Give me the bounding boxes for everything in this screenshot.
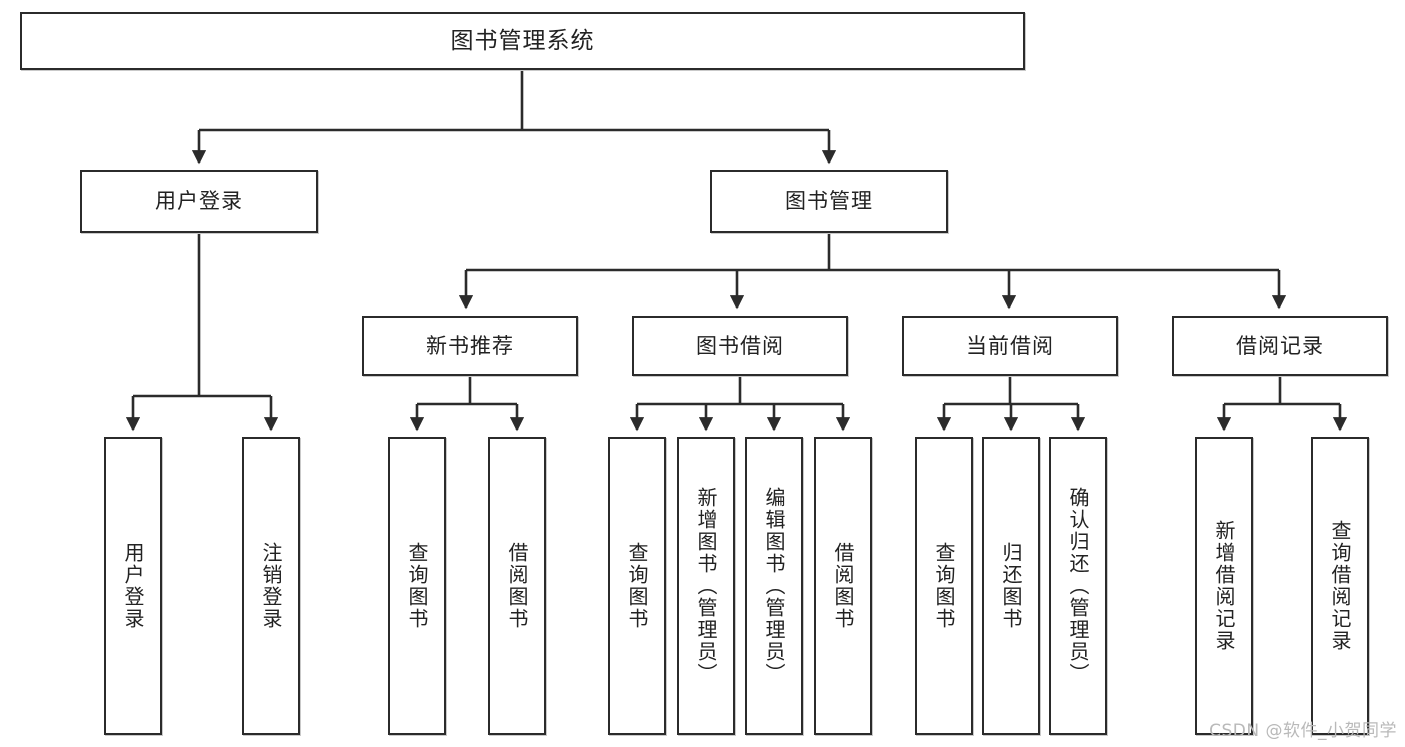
leaf-confirm-return-label: 确认归还（管理员） bbox=[1066, 487, 1090, 685]
leaf-user-login[interactable]: 用户登录 bbox=[104, 437, 162, 735]
leaf-add-record[interactable]: 新增借阅记录 bbox=[1195, 437, 1253, 735]
node-new-book-recommend[interactable]: 新书推荐 bbox=[362, 316, 578, 376]
node-user-login[interactable]: 用户登录 bbox=[80, 170, 318, 233]
node-current-borrow-label: 当前借阅 bbox=[966, 333, 1054, 358]
leaf-user-login-label: 用户登录 bbox=[121, 542, 145, 630]
node-root[interactable]: 图书管理系统 bbox=[20, 12, 1025, 70]
node-book-borrow-label: 图书借阅 bbox=[696, 333, 784, 358]
leaf-edit-book[interactable]: 编辑图书（管理员） bbox=[745, 437, 803, 735]
leaf-borrow-book-1-label: 借阅图书 bbox=[505, 542, 529, 630]
node-current-borrow[interactable]: 当前借阅 bbox=[902, 316, 1118, 376]
leaf-query-book-1-label: 查询图书 bbox=[405, 542, 429, 630]
node-book-borrow[interactable]: 图书借阅 bbox=[632, 316, 848, 376]
leaf-borrow-book-1[interactable]: 借阅图书 bbox=[488, 437, 546, 735]
leaf-borrow-book-2[interactable]: 借阅图书 bbox=[814, 437, 872, 735]
node-borrow-record[interactable]: 借阅记录 bbox=[1172, 316, 1388, 376]
node-book-management-label: 图书管理 bbox=[785, 189, 873, 214]
leaf-return-book-label: 归还图书 bbox=[999, 542, 1023, 630]
leaf-query-book-3-label: 查询图书 bbox=[932, 542, 956, 630]
leaf-return-book[interactable]: 归还图书 bbox=[982, 437, 1040, 735]
node-user-login-label: 用户登录 bbox=[155, 189, 243, 214]
node-book-management[interactable]: 图书管理 bbox=[710, 170, 948, 233]
leaf-add-book-label: 新增图书（管理员） bbox=[694, 487, 718, 685]
node-new-book-recommend-label: 新书推荐 bbox=[426, 333, 514, 358]
leaf-query-record-label: 查询借阅记录 bbox=[1328, 520, 1352, 652]
leaf-query-book-3[interactable]: 查询图书 bbox=[915, 437, 973, 735]
leaf-query-book-2-label: 查询图书 bbox=[625, 542, 649, 630]
leaf-query-book-2[interactable]: 查询图书 bbox=[608, 437, 666, 735]
leaf-add-record-label: 新增借阅记录 bbox=[1212, 520, 1236, 652]
leaf-logout-label: 注销登录 bbox=[259, 542, 283, 630]
leaf-edit-book-label: 编辑图书（管理员） bbox=[762, 487, 786, 685]
leaf-confirm-return[interactable]: 确认归还（管理员） bbox=[1049, 437, 1107, 735]
node-root-label: 图书管理系统 bbox=[450, 27, 595, 54]
leaf-query-book-1[interactable]: 查询图书 bbox=[388, 437, 446, 735]
node-borrow-record-label: 借阅记录 bbox=[1236, 333, 1324, 358]
leaf-logout[interactable]: 注销登录 bbox=[242, 437, 300, 735]
leaf-add-book[interactable]: 新增图书（管理员） bbox=[677, 437, 735, 735]
leaf-query-record[interactable]: 查询借阅记录 bbox=[1311, 437, 1369, 735]
leaf-borrow-book-2-label: 借阅图书 bbox=[831, 542, 855, 630]
csdn-watermark: CSDN @软件_小贺同学 bbox=[1209, 721, 1397, 741]
